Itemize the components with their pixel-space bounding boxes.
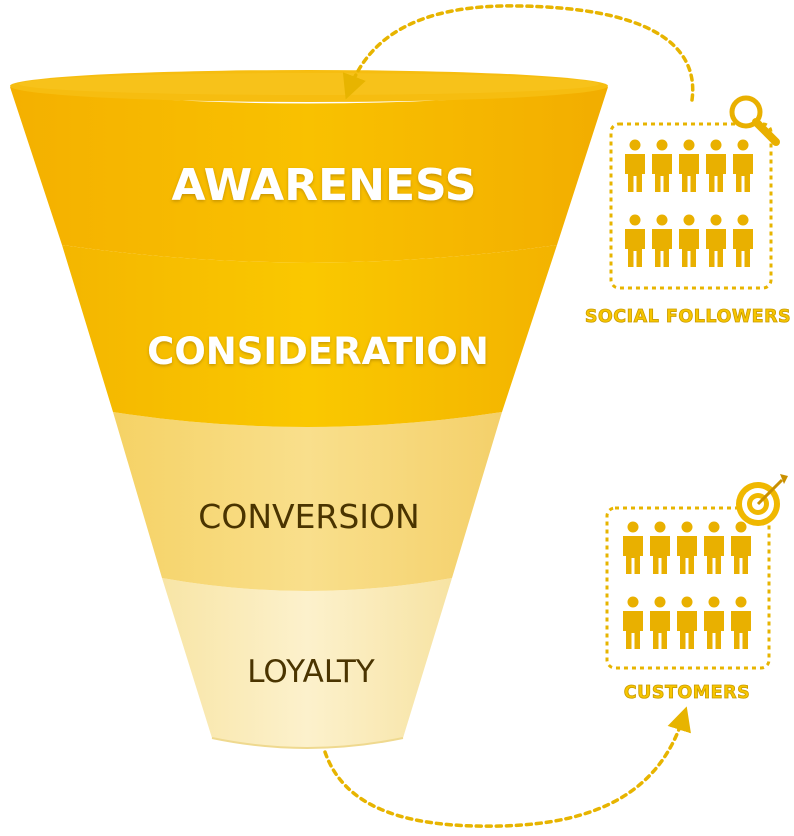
person-icon xyxy=(625,139,645,192)
stage-label-consideration: CONSIDERATION xyxy=(147,330,489,373)
funnel-stage-awareness xyxy=(10,70,608,263)
person-icon xyxy=(704,521,724,574)
customers-caption: CUSTOMERS xyxy=(624,683,750,703)
stage-label-conversion: CONVERSION xyxy=(198,497,419,536)
customers-frame xyxy=(605,506,771,670)
person-icon xyxy=(650,596,670,649)
top-loop-arrow xyxy=(342,4,695,102)
target-icon xyxy=(736,474,788,526)
person-icon xyxy=(650,521,670,574)
stage-label-awareness: AWARENESS xyxy=(172,160,477,211)
person-icon xyxy=(652,139,672,192)
customers-people xyxy=(623,521,751,649)
person-icon xyxy=(706,214,726,267)
person-icon xyxy=(652,214,672,267)
customers-group: CUSTOMERS xyxy=(605,474,788,703)
magnifier-icon xyxy=(729,95,780,146)
person-icon xyxy=(733,139,753,192)
person-icon xyxy=(625,214,645,267)
social-followers-caption: SOCIAL FOLLOWERS xyxy=(585,307,791,327)
person-icon xyxy=(733,214,753,267)
person-icon xyxy=(623,521,643,574)
person-icon xyxy=(731,521,751,574)
person-icon xyxy=(679,214,699,267)
person-icon xyxy=(706,139,726,192)
person-icon xyxy=(623,596,643,649)
stage-label-loyalty: LOYALTY xyxy=(247,654,375,690)
person-icon xyxy=(677,596,697,649)
funnel-stage-loyalty xyxy=(162,578,452,749)
bottom-loop-arrow xyxy=(323,706,691,828)
person-icon xyxy=(677,521,697,574)
social-followers-people xyxy=(625,139,753,267)
person-icon xyxy=(679,139,699,192)
social-followers-frame xyxy=(609,122,773,290)
funnel-stage-conversion xyxy=(113,412,502,591)
social-followers-group: SOCIAL FOLLOWERS xyxy=(584,95,791,327)
person-icon xyxy=(731,596,751,649)
person-icon xyxy=(704,596,724,649)
funnel-stage-consideration xyxy=(62,245,557,427)
